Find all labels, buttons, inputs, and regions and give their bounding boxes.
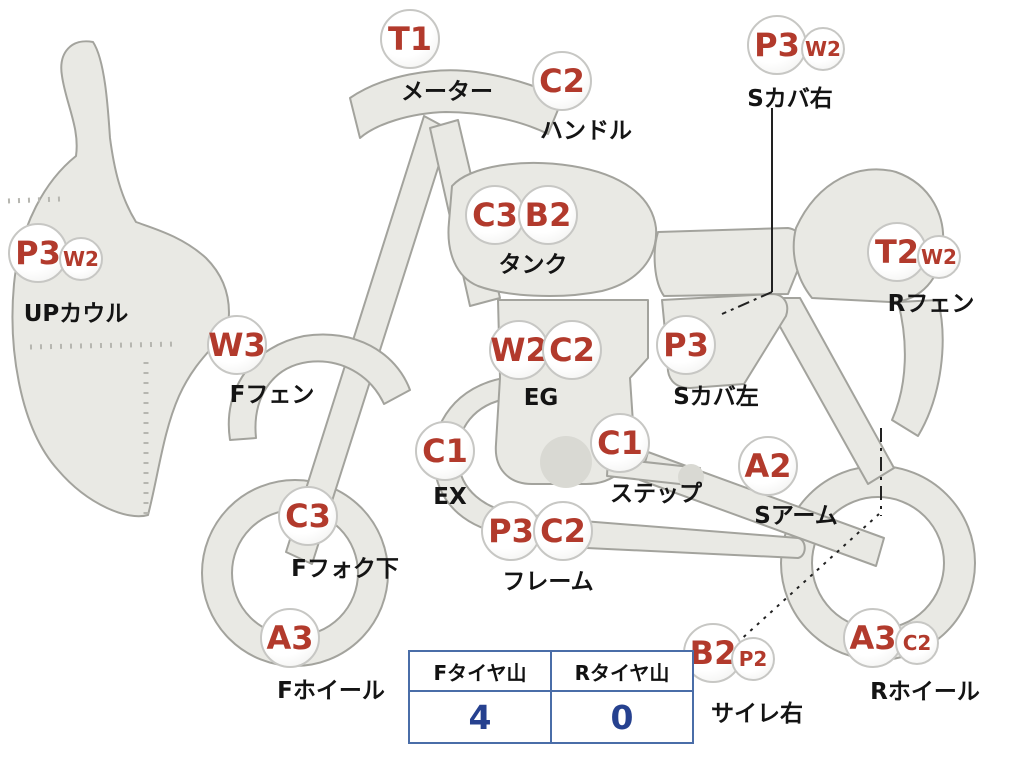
crankcase-circle (540, 436, 592, 488)
grade-badge-exhaust: C1 (415, 421, 475, 481)
label-handle: ハンドル (540, 118, 632, 144)
grade-badge-silencer-right-2: P2 (731, 637, 775, 681)
grade-badge-frame: P3 (481, 501, 541, 561)
label-step: ステップ (610, 481, 702, 507)
grade-badge-upper-cowl-2: W2 (59, 237, 103, 281)
front-cowl-shape (11, 40, 230, 518)
label-side-cover-left: Sカバ左 (673, 384, 759, 410)
pivot-circle (678, 464, 704, 490)
label-rear-fender: Rフェン (887, 291, 975, 317)
grade-badge-front-fender: W3 (207, 315, 267, 375)
label-silencer-right: サイレ右 (711, 701, 803, 727)
grade-badge-engine: W2 (489, 320, 549, 380)
handlebar-shape (349, 69, 563, 139)
label-front-fork-lower: Fフォク下 (291, 556, 399, 582)
side-cover-right-pointer-dashdot (721, 291, 773, 315)
muffler-shape (544, 517, 806, 559)
label-side-cover-right: Sカバ右 (747, 86, 833, 112)
front-tire-header: Fタイヤ山 (408, 650, 552, 692)
label-front-fender: Fフェン (229, 382, 315, 408)
label-exhaust: EX (433, 484, 467, 510)
grade-badge-engine-2: C2 (542, 320, 602, 380)
rear-tire-header: Rタイヤ山 (550, 650, 694, 692)
grade-badge-rear-wheel-2: C2 (895, 621, 939, 665)
grade-badge-swing-arm: A2 (738, 436, 798, 496)
grade-badge-step: C1 (590, 413, 650, 473)
grade-badge-handle: C2 (532, 51, 592, 111)
grade-badge-tank: C3 (465, 185, 525, 245)
front-tire-value: 4 (408, 690, 552, 744)
seat-shape (653, 227, 806, 297)
grade-badge-front-fork-lower: C3 (278, 486, 338, 546)
rear-tire-value: 0 (550, 690, 694, 744)
rear-frame-bar (763, 297, 895, 485)
label-engine: EG (523, 385, 559, 411)
grade-badge-tank-2: B2 (518, 185, 578, 245)
rear-fender-shape (891, 299, 944, 437)
grade-badge-side-cover-left: P3 (656, 315, 716, 375)
tire-tread-table: Fタイヤ山 Rタイヤ山 4 0 (408, 650, 694, 744)
label-swing-arm: Sアーム (754, 503, 838, 529)
label-frame: フレーム (502, 569, 594, 595)
grade-badge-side-cover-right-2: W2 (801, 27, 845, 71)
grade-badge-front-wheel: A3 (260, 608, 320, 668)
label-upper-cowl: UPカウル (23, 301, 129, 327)
label-front-wheel: Fホイール (277, 678, 385, 704)
grade-badge-rear-wheel: A3 (843, 608, 903, 668)
label-tank: タンク (498, 252, 568, 278)
cowl-seam-mid (29, 341, 177, 350)
grade-badge-upper-cowl: P3 (8, 223, 68, 283)
label-rear-wheel: Rホイール (870, 679, 980, 705)
label-meter: メーター (401, 79, 493, 105)
grade-badge-frame-2: C2 (533, 501, 593, 561)
grade-badge-meter: T1 (380, 9, 440, 69)
grade-badge-rear-fender-2: W2 (917, 235, 961, 279)
grade-badge-side-cover-right: P3 (747, 15, 807, 75)
